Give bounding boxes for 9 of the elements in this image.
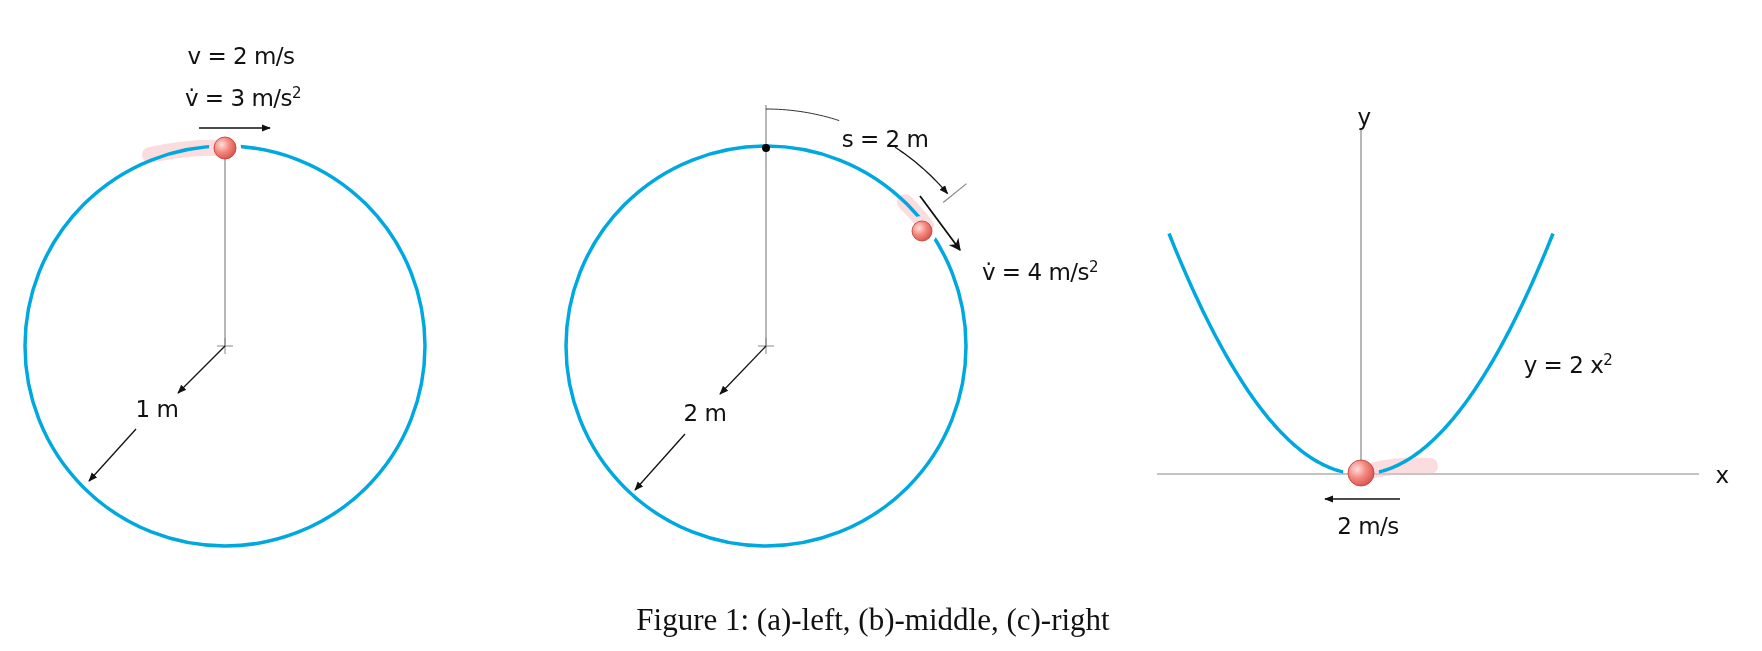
acceleration-label: v̇ = 3 m/s$^{2}$ <box>183 84 303 112</box>
speed-label: 2 m/s <box>1336 514 1400 540</box>
velocity-label: v = 2 m/s <box>186 44 296 70</box>
arc-length-label: s = 2 m <box>840 127 930 153</box>
axis-label: y <box>1356 105 1372 131</box>
axis-label: x <box>1714 463 1730 489</box>
figure-caption: Figure 1: (a)-left, (b)-middle, (c)-right <box>636 602 1110 638</box>
acceleration-label: v̇ = 4 m/s$^{2}$ <box>980 258 1100 286</box>
curve-equation: y = 2 x$^{2}$ <box>1522 351 1614 379</box>
